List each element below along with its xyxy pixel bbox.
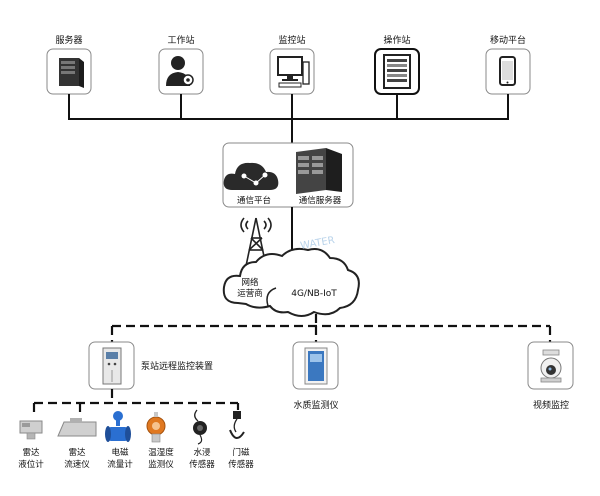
sensor-5-line2: 传感器 xyxy=(189,459,215,470)
radar-level-icon xyxy=(19,420,43,440)
network-operator-line2: 运营商 xyxy=(237,288,263,299)
sensor-5-line1: 水浸 xyxy=(193,447,211,458)
server-node xyxy=(46,48,92,95)
door-magnet-sensor: 门磁 传感器 xyxy=(228,411,254,470)
door-magnet-sensor-icon xyxy=(229,411,245,439)
server-rack-icon xyxy=(296,148,342,194)
network-cloud xyxy=(222,247,360,317)
operator-station-label: 操作站 xyxy=(383,34,410,46)
sensor-6-line2: 传感器 xyxy=(228,459,254,470)
pump-station-node xyxy=(88,341,135,390)
comm-platform-label: 通信平台 xyxy=(237,195,271,206)
water-leak-sensor-icon xyxy=(193,409,207,445)
server-label: 服务器 xyxy=(55,34,82,46)
server-icon xyxy=(59,58,84,88)
communication-platform-box: 通信平台 通信服务器 xyxy=(222,142,354,208)
sensor-4-line2: 监测仪 xyxy=(148,459,174,470)
electromagnetic-flowmeter-sensor: 电磁 流量计 xyxy=(105,411,133,470)
workstation-node xyxy=(158,48,204,95)
iot-label: 4G/NB-IoT xyxy=(291,289,337,299)
monitor-computer-icon xyxy=(277,56,310,88)
water-leak-sensor: 水浸 传感器 xyxy=(189,409,215,470)
dome-camera-icon xyxy=(540,349,562,383)
sensor-1-line1: 雷达 xyxy=(22,447,40,458)
sensor-4-line1: 温湿度 xyxy=(148,447,174,458)
operator-station-node xyxy=(374,48,420,95)
cabinet-icon xyxy=(383,54,411,89)
monitor-station-node xyxy=(269,48,315,95)
network-operator-line1: 网络 xyxy=(241,277,259,288)
sensor-1-line2: 液位计 xyxy=(18,459,44,470)
electromagnetic-flowmeter-icon xyxy=(105,411,131,442)
sensor-2-line1: 雷达 xyxy=(68,447,86,458)
workstation-label: 工作站 xyxy=(167,34,194,46)
mobile-platform-node xyxy=(485,48,531,95)
mobile-platform-label: 移动平台 xyxy=(490,34,526,46)
monitor-station-label: 监控站 xyxy=(278,34,305,46)
temp-humidity-sensor: 温湿度 监测仪 xyxy=(146,412,174,470)
field-bus-dashed-lines xyxy=(110,314,552,342)
control-cabinet-icon xyxy=(102,347,122,385)
water-quality-cabinet-icon xyxy=(304,347,328,385)
sensor-3-line2: 流量计 xyxy=(107,459,133,470)
sensor-3-line1: 电磁 xyxy=(111,447,129,458)
comm-server-label: 通信服务器 xyxy=(299,195,342,206)
radar-flow-icon xyxy=(57,418,97,437)
radar-level-sensor: 雷达 液位计 xyxy=(18,420,44,470)
water-quality-label: 水质监测仪 xyxy=(293,399,338,411)
pump-station-label: 泵站远程监控装置 xyxy=(141,360,213,372)
water-quality-node xyxy=(292,341,339,390)
sensor-2-line2: 流速仪 xyxy=(64,459,90,470)
workstation-user-icon xyxy=(166,56,194,86)
cloud-network-icon xyxy=(223,162,279,190)
top-bus-lines xyxy=(68,94,509,143)
video-surveillance-node xyxy=(527,341,574,390)
sensor-bus-dashed-lines xyxy=(32,389,240,416)
mobile-phone-icon xyxy=(499,56,516,86)
temp-humidity-icon xyxy=(146,412,166,443)
radar-flow-sensor: 雷达 流速仪 xyxy=(57,418,97,470)
sensor-6-line1: 门磁 xyxy=(232,447,250,458)
video-surveillance-label: 视频监控 xyxy=(533,399,569,411)
